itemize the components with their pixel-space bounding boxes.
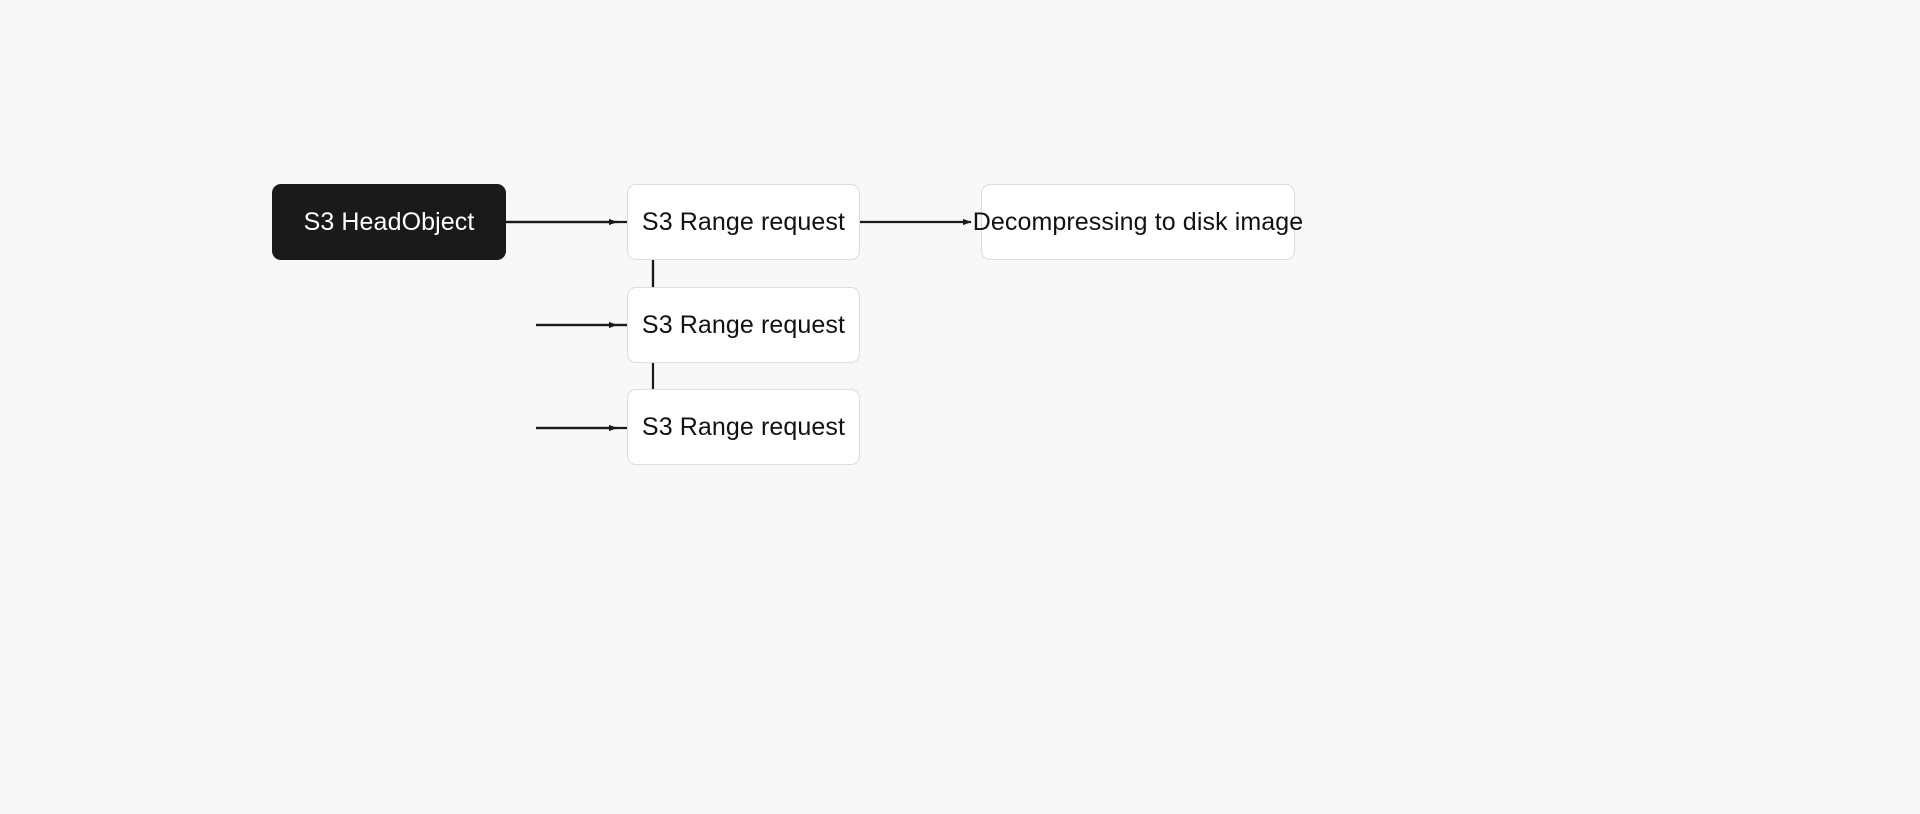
- node-s3-range-request-3[interactable]: S3 Range request: [627, 389, 860, 465]
- node-label: S3 Range request: [641, 208, 846, 236]
- node-s3-range-request-2[interactable]: S3 Range request: [627, 287, 860, 363]
- node-label: S3 Range request: [641, 311, 846, 339]
- node-label: Decompressing to disk image: [972, 208, 1304, 236]
- node-decompressing-to-disk-image[interactable]: Decompressing to disk image: [973, 184, 1303, 260]
- node-s3-range-request-1[interactable]: S3 Range request: [627, 184, 860, 260]
- node-s3-headobject[interactable]: S3 HeadObject: [272, 184, 506, 260]
- node-label: S3 HeadObject: [303, 208, 475, 236]
- node-label: S3 Range request: [641, 413, 846, 441]
